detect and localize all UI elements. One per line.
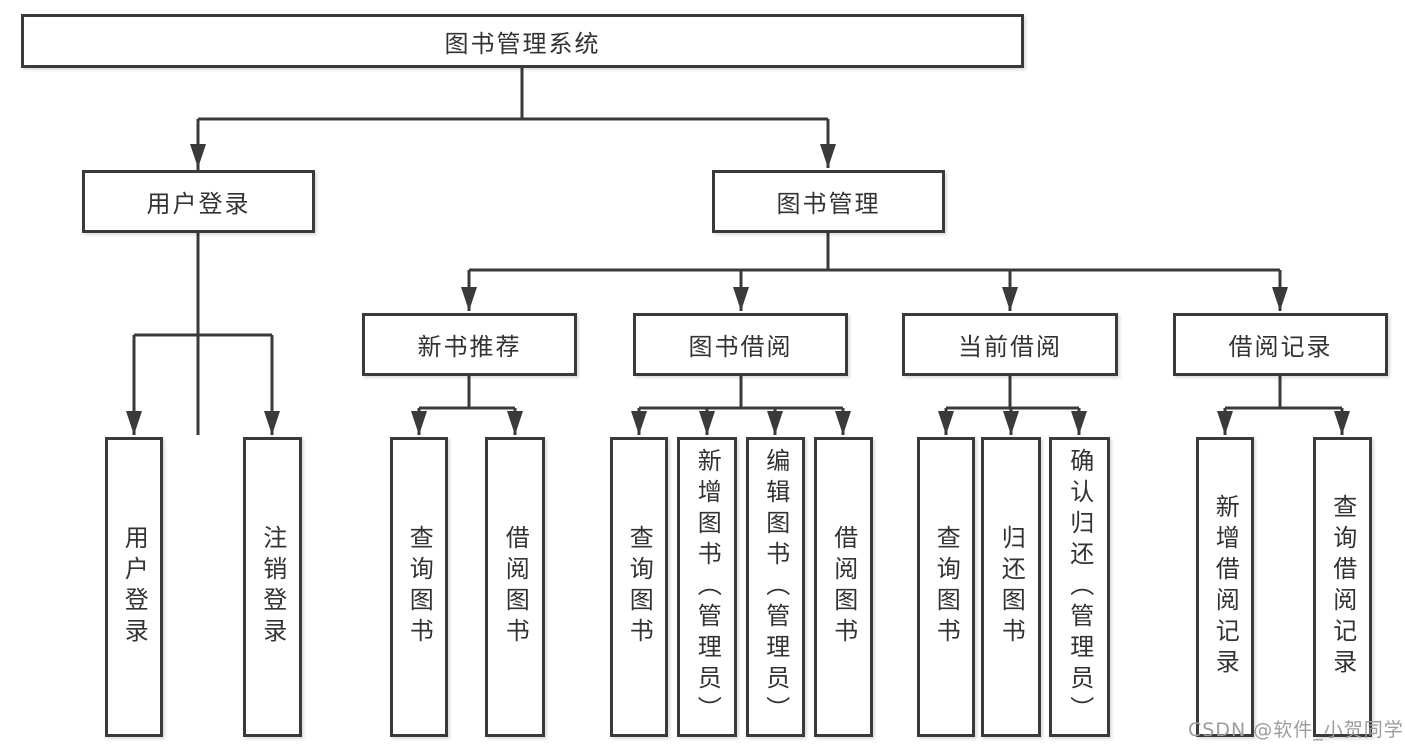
leaf-edit-book-admin-label: 编辑图书（管理员） [761, 447, 790, 727]
node-new-book-recommend: 新书推荐 [362, 313, 577, 376]
leaf-query-books-recommend: 查询图书 [390, 437, 448, 737]
leaf-query-borrow-record: 查询借阅记录 [1313, 437, 1372, 737]
leaf-add-book-admin-label: 新增图书（管理员） [693, 447, 722, 727]
csdn-watermark: CSDN @软件_小贺同学 [1188, 719, 1404, 741]
leaf-return-book-label: 归还图书 [997, 525, 1026, 649]
leaf-confirm-return-admin: 确认归还（管理员） [1049, 437, 1110, 737]
leaf-borrow-books-recommend: 借阅图书 [485, 437, 545, 737]
leaf-confirm-return-admin-label: 确认归还（管理员） [1065, 447, 1094, 727]
leaf-add-book-admin: 新增图书（管理员） [677, 437, 737, 737]
node-book-management: 图书管理 [712, 170, 945, 233]
leaf-query-books-borrowing: 查询图书 [610, 437, 668, 737]
node-library-system: 图书管理系统 [21, 14, 1024, 68]
leaf-borrow-books: 借阅图书 [814, 437, 873, 737]
leaf-query-books-current: 查询图书 [917, 437, 975, 737]
leaf-borrow-books-recommend-label: 借阅图书 [501, 525, 530, 649]
node-user-login-branch: 用户登录 [82, 170, 315, 233]
leaf-logout: 注销登录 [243, 437, 302, 737]
leaf-add-borrow-record-label: 新增借阅记录 [1211, 494, 1240, 680]
leaf-user-login-label: 用户登录 [120, 525, 149, 649]
node-book-borrowing: 图书借阅 [633, 313, 848, 376]
leaf-query-books-recommend-label: 查询图书 [405, 525, 434, 649]
leaf-logout-label: 注销登录 [258, 525, 287, 649]
leaf-edit-book-admin: 编辑图书（管理员） [746, 437, 805, 737]
leaf-add-borrow-record: 新增借阅记录 [1196, 437, 1254, 737]
leaf-borrow-books-label: 借阅图书 [829, 525, 858, 649]
leaf-query-borrow-record-label: 查询借阅记录 [1328, 494, 1357, 680]
node-borrowing-records: 借阅记录 [1173, 313, 1388, 376]
node-current-borrowing: 当前借阅 [902, 313, 1118, 376]
leaf-user-login: 用户登录 [105, 437, 163, 737]
leaf-query-books-borrowing-label: 查询图书 [625, 525, 654, 649]
leaf-return-book: 归还图书 [981, 437, 1041, 737]
leaf-query-books-current-label: 查询图书 [932, 525, 961, 649]
